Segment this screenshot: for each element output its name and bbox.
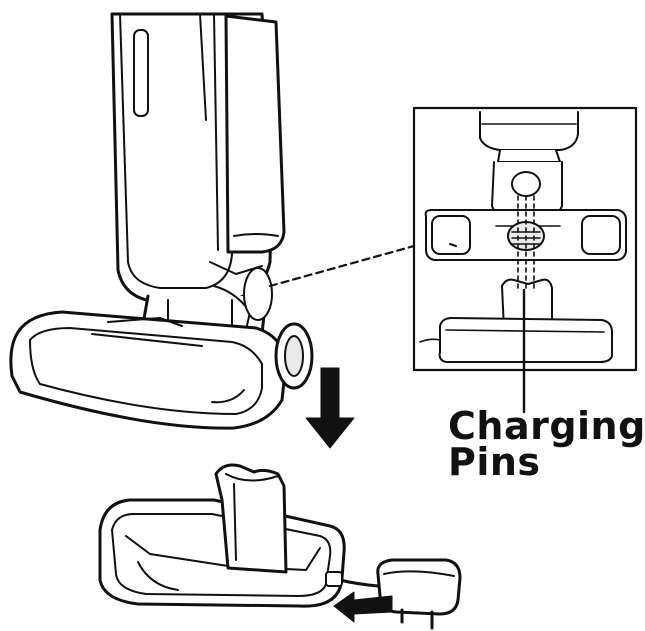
inset-dock <box>419 278 613 363</box>
plug-in-arrow-icon <box>333 591 393 623</box>
vacuum-floor-head <box>9 310 314 430</box>
down-arrow-icon <box>305 367 355 449</box>
callout-line-1: Charging <box>448 404 645 448</box>
charging-post <box>214 463 288 574</box>
callout-line-2: Pins <box>448 440 541 484</box>
vacuum-handle-body <box>110 12 286 304</box>
charging-pins-dashes <box>517 195 535 291</box>
inset-floor-head <box>424 209 627 261</box>
inset-vacuum-neck <box>479 111 579 223</box>
charging-pins-label: Charging Pins <box>448 404 645 484</box>
leader-line <box>268 244 416 288</box>
detail-inset <box>412 106 638 414</box>
power-adapter <box>325 558 462 630</box>
